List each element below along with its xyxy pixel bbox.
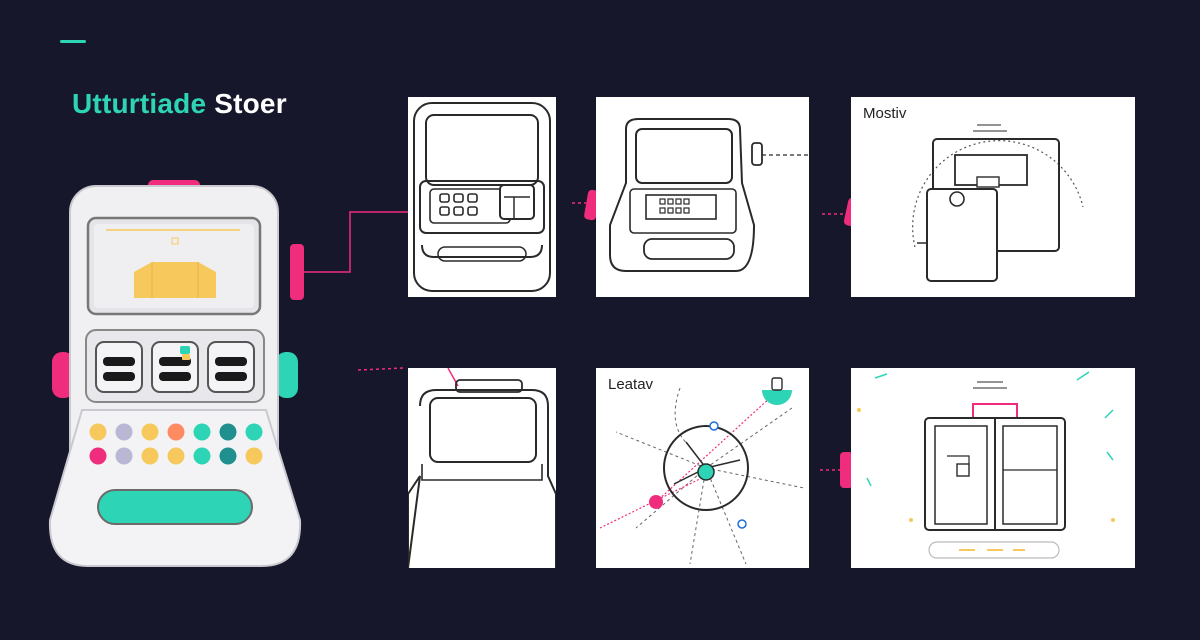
keypad-key	[245, 447, 263, 465]
panel-bottom-2-label: Leatav	[608, 376, 654, 393]
panel-bottom-3	[851, 368, 1135, 568]
screen-package-shape	[134, 262, 216, 298]
panel-bottom-1	[408, 368, 556, 568]
right-side-handle	[276, 352, 298, 398]
keypad-key	[89, 447, 107, 465]
panel-top-3: Mostiv	[851, 97, 1135, 297]
page-title: Utturtiade Stoer	[72, 88, 287, 120]
keypad-key	[141, 423, 159, 441]
device-base	[48, 409, 302, 567]
accent-dash	[60, 40, 86, 43]
title-part-2: Stoer	[206, 88, 287, 119]
kiosk-device-illustration	[48, 180, 302, 567]
keypad-key	[115, 423, 133, 441]
keypad-key	[115, 447, 133, 465]
left-side-handle	[52, 352, 74, 398]
keypad-key	[193, 447, 211, 465]
keypad-key	[219, 423, 237, 441]
keypad-key	[245, 423, 263, 441]
dispense-button	[97, 489, 253, 525]
keypad-key	[219, 447, 237, 465]
panel-top-2	[596, 97, 809, 297]
panel-bottom-2: Leatav	[596, 368, 809, 568]
panel-top-3-label: Mostiv	[863, 105, 907, 122]
keypad-key	[167, 423, 185, 441]
keypad-key	[141, 447, 159, 465]
keypad-key	[89, 423, 107, 441]
keypad-key	[167, 447, 185, 465]
slot-buttons	[95, 341, 255, 393]
color-keypad	[89, 423, 263, 465]
panel-top-1	[408, 97, 556, 297]
keypad-key	[193, 423, 211, 441]
title-part-1: Utturtiade	[72, 88, 207, 119]
